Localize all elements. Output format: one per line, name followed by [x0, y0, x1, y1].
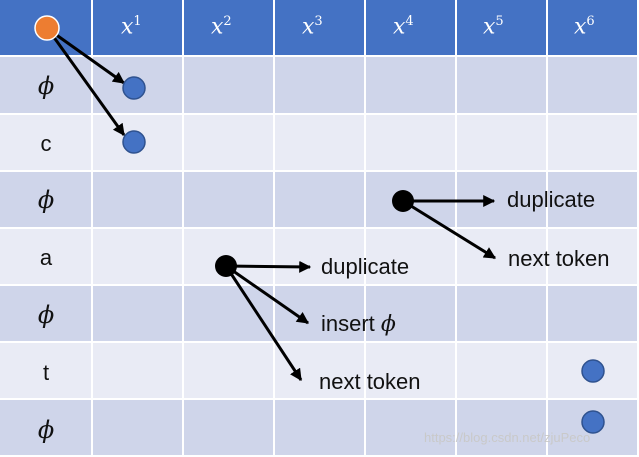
grid-cell — [548, 400, 639, 457]
arrow-start-to-c — [46, 28, 126, 136]
grid-cell — [457, 400, 548, 457]
grid-cell — [93, 286, 184, 343]
grid-cell — [366, 229, 457, 286]
blue-node-x1-blank — [122, 76, 146, 100]
grid-cell — [184, 343, 275, 400]
grid-cell — [184, 400, 275, 457]
grid-cell — [366, 286, 457, 343]
grid-cell — [0, 286, 93, 343]
label-insert-blank: insert ϕ — [321, 311, 396, 337]
start-node — [34, 15, 60, 41]
grid-cell — [275, 172, 366, 229]
column-header-x3: x3 — [302, 14, 323, 40]
grid-cell — [93, 172, 184, 229]
grid-cell — [457, 115, 548, 172]
row-label-blank-4: ϕ — [37, 416, 55, 444]
grid-cell — [184, 115, 275, 172]
label-duplicate-1: duplicate — [507, 187, 596, 212]
grid-cell — [457, 343, 548, 400]
grid-cell — [275, 400, 366, 457]
row-label-blank-3: ϕ — [37, 301, 55, 329]
grid-cell — [184, 286, 275, 343]
grid-cell — [366, 343, 457, 400]
grid-cell — [457, 229, 548, 286]
grid-cell — [366, 57, 457, 115]
grid-cell — [548, 229, 639, 286]
header-cell — [184, 0, 275, 57]
grid-cell — [0, 57, 93, 115]
grid-cell — [184, 172, 275, 229]
column-header-x6: x6 — [574, 14, 595, 40]
arrow-next-token-2 — [224, 265, 303, 382]
grid-cell — [548, 57, 639, 115]
row-label-c: c — [40, 131, 52, 156]
grid-cell — [548, 115, 639, 172]
header-cell — [457, 0, 548, 57]
row-label-blank-2: ϕ — [37, 186, 55, 214]
header-cell — [93, 0, 184, 57]
grid-cell — [457, 286, 548, 343]
grid-cell — [457, 57, 548, 115]
row-label-blank-1: ϕ — [37, 72, 55, 100]
header-cell — [548, 0, 639, 57]
label-next-token-2: next token — [319, 369, 421, 394]
grid-cell — [93, 343, 184, 400]
column-header-x1: x1 — [121, 14, 142, 40]
black-node-x4 — [392, 190, 414, 212]
grid-cell — [93, 400, 184, 457]
watermark-text: https://blog.csdn.net/zjuPeco — [424, 430, 591, 445]
grid-cell — [275, 286, 366, 343]
row-label-t: t — [42, 360, 50, 385]
blue-node-x6-t — [581, 359, 605, 383]
header-cell — [275, 0, 366, 57]
arrow-insert-blank — [225, 264, 309, 325]
arrow-start-to-blank — [47, 27, 125, 85]
grid-cell — [0, 400, 93, 457]
grid-cell — [0, 343, 93, 400]
blue-node-x6-blank — [581, 410, 605, 434]
arrow-duplicate-2 — [225, 260, 312, 273]
grid-cell — [0, 172, 93, 229]
header-cell — [366, 0, 457, 57]
grid-cell — [366, 400, 457, 457]
column-header-x4: x4 — [393, 14, 414, 40]
grid-cell — [366, 115, 457, 172]
arrow-next-token-1 — [402, 199, 497, 260]
grid-cell — [275, 115, 366, 172]
grid-cell — [548, 172, 639, 229]
grid-cell — [0, 229, 93, 286]
grid-cell — [275, 229, 366, 286]
column-header-x5: x5 — [483, 14, 504, 40]
blue-node-x1-c — [122, 130, 146, 154]
grid-cell — [0, 115, 93, 172]
grid-cell — [93, 229, 184, 286]
grid-cell — [184, 57, 275, 115]
black-node-x2 — [215, 255, 237, 277]
label-next-token-1: next token — [508, 246, 610, 271]
grid-cell — [275, 57, 366, 115]
column-header-x2: x2 — [211, 14, 232, 40]
grid-cell — [548, 286, 639, 343]
row-label-a: a — [39, 245, 53, 270]
label-duplicate-2: duplicate — [321, 254, 410, 279]
